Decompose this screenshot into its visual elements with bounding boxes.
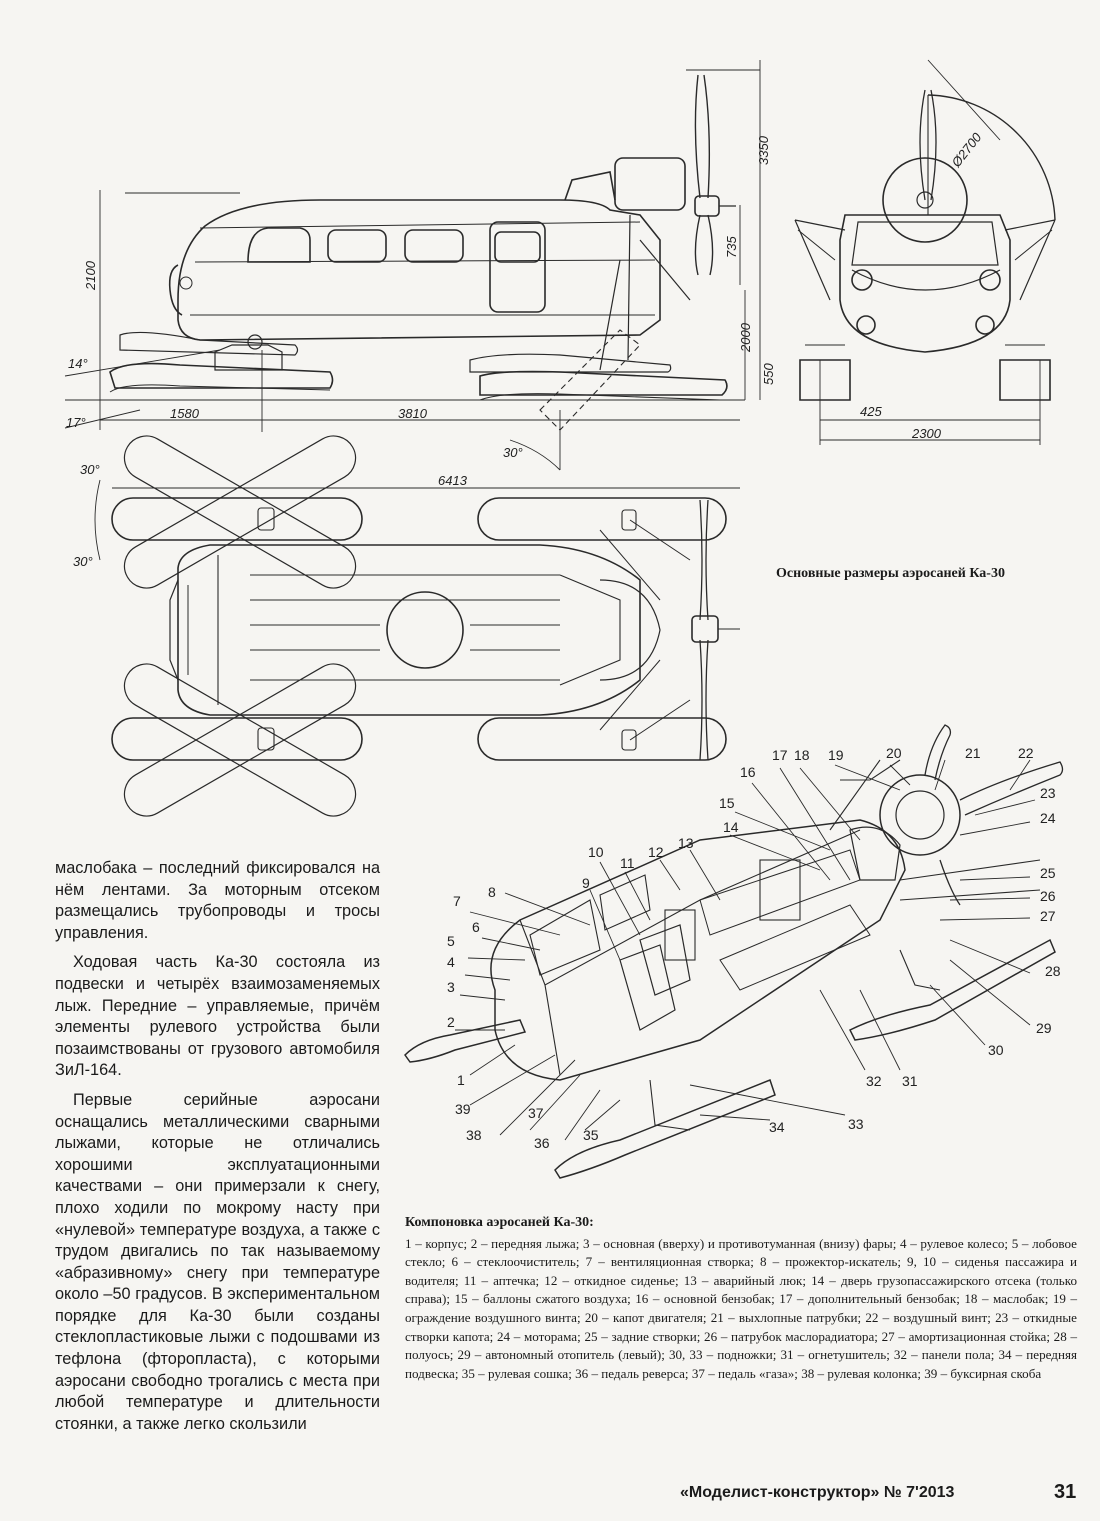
callout-13: 13: [678, 835, 694, 851]
callout-9: 9: [582, 875, 590, 891]
callout-5: 5: [447, 933, 455, 949]
callout-24: 24: [1040, 810, 1056, 826]
callout-32: 32: [866, 1073, 882, 1089]
callout-15: 15: [719, 795, 735, 811]
layout-cutaway-illustration: 1 2 3 4 5 6 7 8 9 10 11 12 13 14 15 16 1…: [404, 724, 1064, 1179]
dim-735: 735: [724, 236, 739, 258]
callout-16: 16: [740, 764, 756, 780]
top-view: 6413 30° 30°: [73, 435, 740, 817]
dim-2300: 2300: [911, 426, 942, 441]
dim-17deg: 17°: [66, 415, 86, 430]
dim-3350: 3350: [756, 135, 771, 165]
side-view: 3350 2100 735 2000 550 14° 17° 1580 3810…: [64, 60, 776, 471]
article-paragraph-3: Первые серийные аэросани оснащались мета…: [55, 1090, 380, 1433]
page-number: 31: [1054, 1481, 1077, 1503]
callout-21: 21: [965, 745, 981, 761]
callout-12: 12: [648, 844, 664, 860]
article-column: маслобака – последний фиксировался на нё…: [55, 858, 380, 1443]
dim-diameter-2700: Ø2700: [948, 129, 985, 170]
dim-14deg: 14°: [68, 356, 88, 371]
layout-legend: Компоновка аэросаней Ка-30: 1 – корпус; …: [405, 1214, 1077, 1383]
callout-31: 31: [902, 1073, 918, 1089]
technical-drawing-main-dimensions: 3350 2100 735 2000 550 14° 17° 1580 3810…: [64, 59, 1056, 817]
dim-2000: 2000: [738, 322, 753, 353]
callout-35: 35: [583, 1127, 599, 1143]
callout-8: 8: [488, 884, 496, 900]
callout-38: 38: [466, 1127, 482, 1143]
callout-22: 22: [1018, 745, 1034, 761]
callout-39: 39: [455, 1101, 471, 1117]
callout-6: 6: [472, 919, 480, 935]
dim-1580: 1580: [170, 406, 200, 421]
callout-23: 23: [1040, 785, 1056, 801]
dim-425: 425: [860, 404, 882, 419]
article-paragraph-1: маслобака – последний фиксировался на нё…: [55, 859, 380, 942]
dim-2100: 2100: [83, 260, 98, 291]
dim-30deg-top-a: 30°: [80, 462, 100, 477]
legend-text: 1 – корпус; 2 – передняя лыжа; 3 – основ…: [405, 1235, 1077, 1381]
callout-26: 26: [1040, 888, 1056, 904]
callout-27: 27: [1040, 908, 1056, 924]
callout-4: 4: [447, 954, 455, 970]
callout-29: 29: [1036, 1020, 1052, 1036]
callout-1: 1: [457, 1072, 465, 1088]
dim-3810: 3810: [398, 406, 428, 421]
dim-30deg-top-b: 30°: [73, 554, 93, 569]
callout-20: 20: [886, 745, 902, 761]
callout-25: 25: [1040, 865, 1056, 881]
callout-18: 18: [794, 747, 810, 763]
callout-11: 11: [620, 855, 635, 871]
dim-30deg-bottom: 30°: [503, 445, 523, 460]
callout-33: 33: [848, 1116, 864, 1132]
callout-28: 28: [1045, 963, 1061, 979]
callout-34: 34: [769, 1119, 785, 1135]
callout-14: 14: [723, 819, 739, 835]
callout-37: 37: [528, 1105, 544, 1121]
callout-2: 2: [447, 1014, 455, 1030]
article-paragraph-2: Ходовая часть Ка-30 состояла из подвески…: [55, 953, 380, 1080]
dim-6413: 6413: [438, 473, 468, 488]
callout-10: 10: [588, 844, 604, 860]
callout-3: 3: [447, 979, 455, 995]
magazine-footer: «Моделист-конструктор» № 7'2013: [680, 1484, 955, 1501]
dim-550: 550: [761, 363, 776, 385]
callout-17: 17: [772, 747, 788, 763]
callout-30: 30: [988, 1042, 1004, 1058]
callout-7: 7: [453, 893, 461, 909]
front-view: Ø2700 425 2300: [794, 59, 1056, 445]
callout-36: 36: [534, 1135, 550, 1151]
callout-19: 19: [828, 747, 844, 763]
legend-title: Компоновка аэросаней Ка-30:: [405, 1215, 594, 1230]
main-dimensions-caption: Основные размеры аэросаней Ка-30: [776, 566, 1005, 581]
